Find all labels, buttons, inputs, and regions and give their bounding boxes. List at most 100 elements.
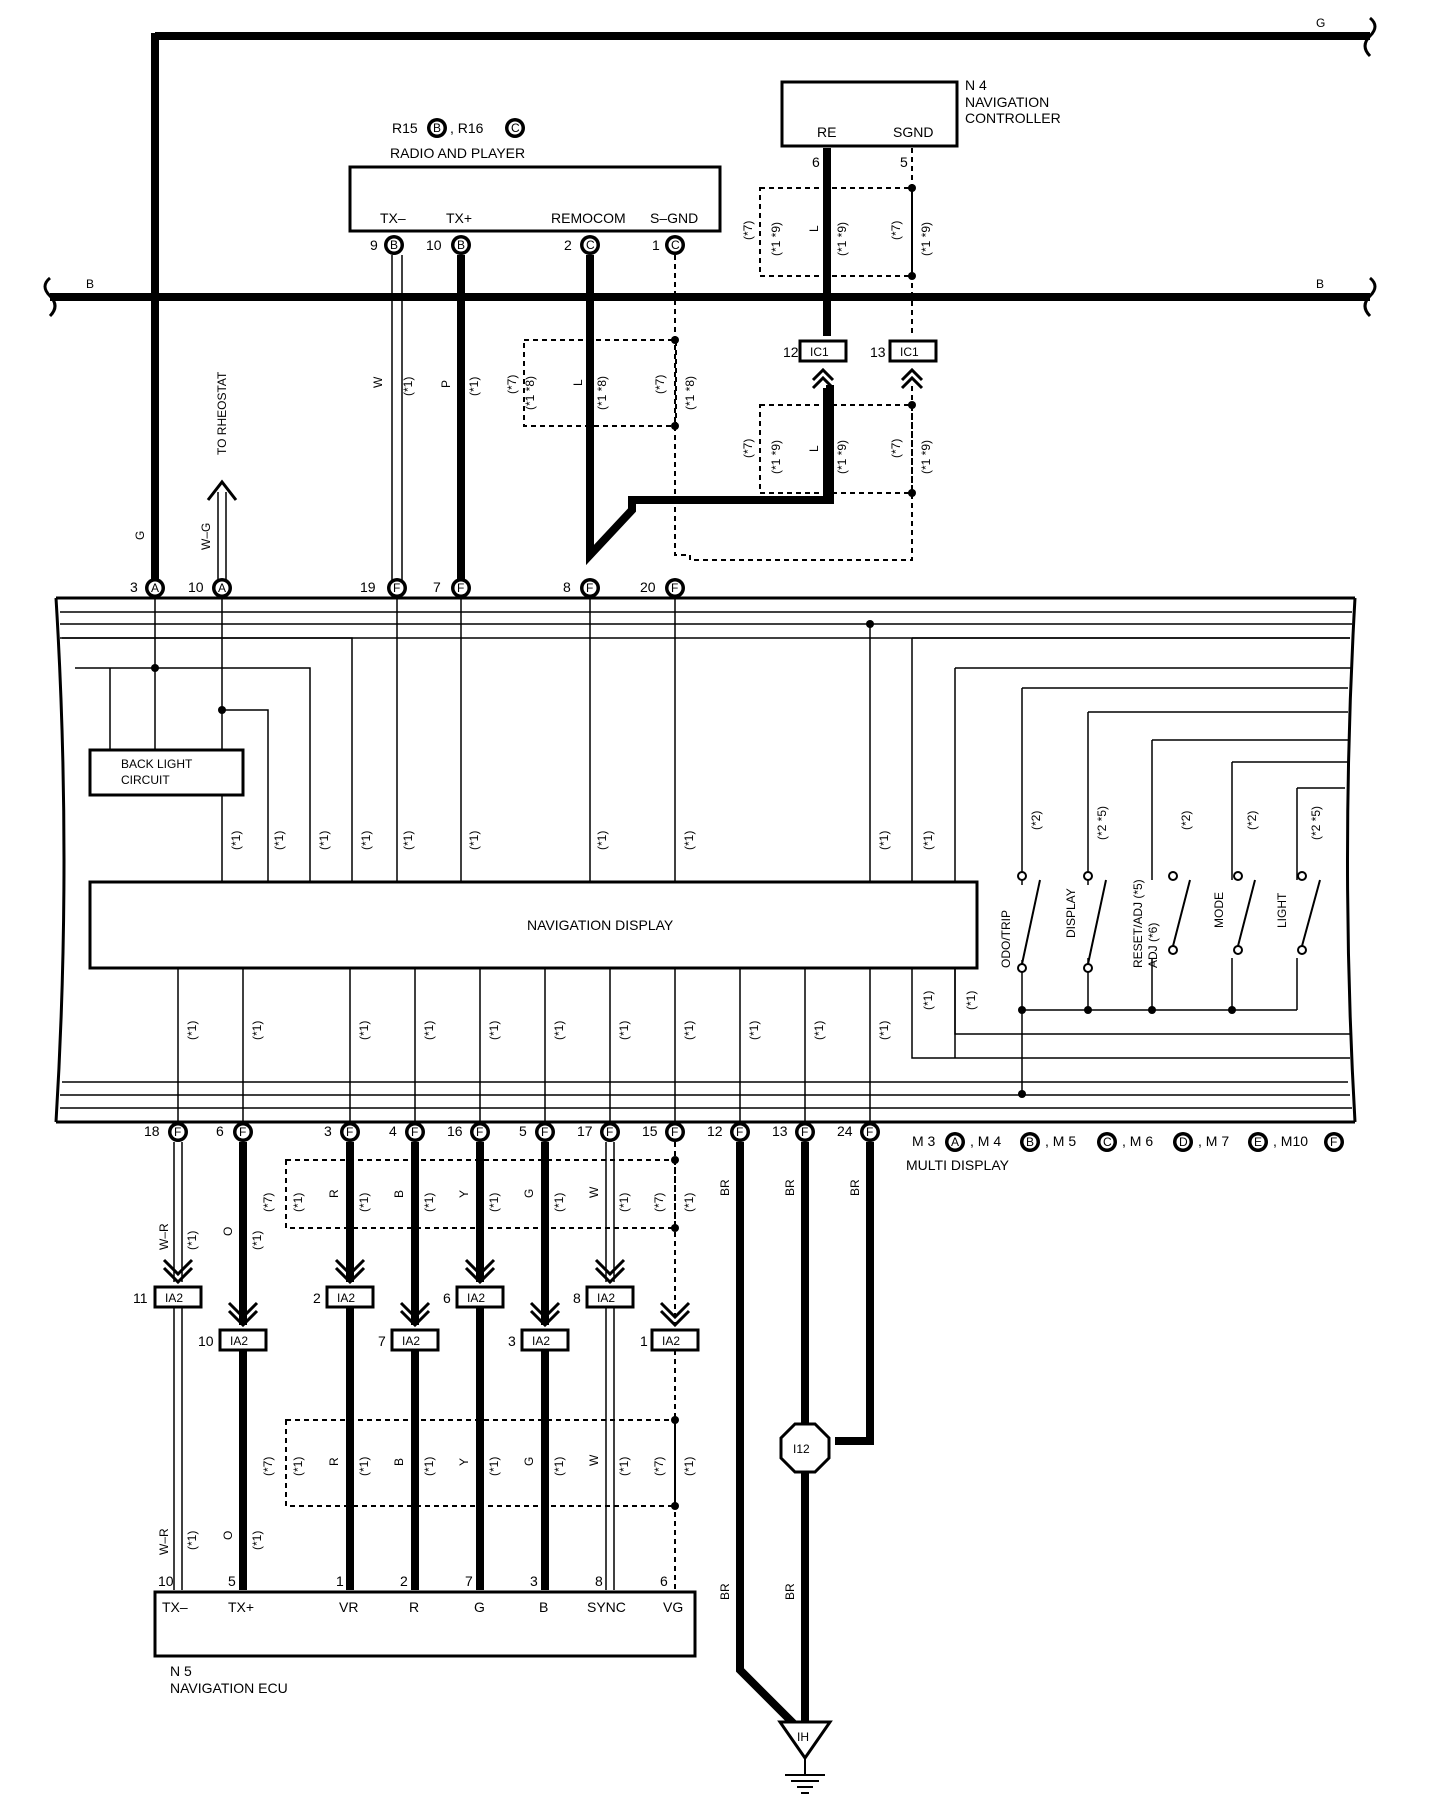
n5-id: N 5 <box>170 1663 192 1679</box>
n4-line2: CONTROLLER <box>965 110 1061 126</box>
note-remo-18: (*1 *8) <box>523 376 537 410</box>
n5-pin-num-3: 3 <box>530 1573 538 1589</box>
bot-pin-conn-24: F <box>866 1125 873 1139</box>
lower-internal-wires <box>177 968 871 1122</box>
top-pin-num-19: 19 <box>360 579 376 595</box>
lw-br-2: BR <box>783 1179 797 1196</box>
lower-harness: IA2 11 IA2 10 IA2 2 IA2 7 IA2 6 IA2 3 IA… <box>133 1142 700 1590</box>
ia2-box-2: IA2 <box>337 1291 355 1305</box>
ln-b-1: (*1) <box>422 1193 436 1212</box>
note-ic1-7b: (*7) <box>889 439 903 458</box>
radio-pin-remocom: REMOCOM <box>551 210 626 226</box>
top-pin-conn-3: A <box>151 581 159 595</box>
lw-o-1: O <box>221 1227 235 1236</box>
mid-b-bus: B B <box>43 276 1377 318</box>
ln-w-1: (*1) <box>617 1193 631 1212</box>
note-sw-light: (*2 *5) <box>1309 806 1323 840</box>
note-u6: (*1) <box>467 831 481 850</box>
ia2-pin-3: 3 <box>508 1333 516 1349</box>
lw-r-1: R <box>327 1189 341 1198</box>
lw-g-2: G <box>522 1457 536 1466</box>
top-bus-right-label: G <box>1316 16 1325 30</box>
top-pin-num-8: 8 <box>563 579 571 595</box>
note-sw-mode: (*2) <box>1245 811 1259 830</box>
radio-pin-num-2: 2 <box>564 237 572 253</box>
ia2-box-10: IA2 <box>230 1334 248 1348</box>
note-p-1: (*1) <box>467 377 481 396</box>
note-l12: (*1) <box>921 991 935 1010</box>
top-pin-num-3: 3 <box>130 579 138 595</box>
ln-vg-1b: (*1) <box>682 1457 696 1476</box>
ln-o-2: (*1) <box>250 1531 264 1550</box>
ia2-box-1: IA2 <box>662 1334 680 1348</box>
bot-pin-conn-13: F <box>801 1125 808 1139</box>
ground-wires: I12 IH BR BR BR BR BR <box>718 1142 874 1794</box>
switch-display: DISPLAY <box>1064 888 1078 938</box>
wire-label-l-n4: L <box>807 225 821 232</box>
note-n4-19: (*1 *9) <box>769 222 783 256</box>
bot-pin-num-18: 18 <box>144 1123 160 1139</box>
note-u7: (*1) <box>595 831 609 850</box>
md-m10: , M10 <box>1273 1133 1308 1149</box>
note-l1: (*1) <box>185 1021 199 1040</box>
switch-mode: MODE <box>1212 892 1226 928</box>
radio-pin-num-1: 1 <box>652 237 660 253</box>
md-m4: , M 4 <box>970 1133 1001 1149</box>
top-pin-conn-20: F <box>671 581 678 595</box>
ln-r-2: (*1) <box>357 1457 371 1476</box>
switches: ODO/TRIP DISPLAY RESET/ADJ (*5) ADJ (*6)… <box>999 871 1321 973</box>
top-pin-num-10: 10 <box>188 579 204 595</box>
n5-pin-num-7: 7 <box>465 1573 473 1589</box>
multi-display-legend: M 3 A , M 4 B , M 5 C , M 6 D , M 7 E , … <box>906 1132 1344 1173</box>
ia2-pin-6: 6 <box>443 1290 451 1306</box>
ln-wr-2: (*1) <box>185 1531 199 1550</box>
bot-pin-num-4: 4 <box>389 1123 397 1139</box>
ln-wr-1: (*1) <box>185 1231 199 1250</box>
md-m3-c: A <box>951 1135 959 1149</box>
note-sw-odo: (*2) <box>1029 811 1043 830</box>
lw-br-4: BR <box>718 1583 732 1600</box>
n4-id: N 4 <box>965 77 987 93</box>
ia2-box-8: IA2 <box>597 1291 615 1305</box>
bot-pin-conn-4: F <box>411 1125 418 1139</box>
md-m6-c: D <box>1179 1135 1188 1149</box>
ln-a-7: (*7) <box>261 1193 275 1212</box>
multi-display-outline <box>54 596 1357 1124</box>
note-u4: (*1) <box>359 831 373 850</box>
ln-vg-1: (*1) <box>682 1193 696 1212</box>
note-l9: (*1) <box>747 1021 761 1040</box>
note-n4-19b: (*1 *9) <box>835 222 849 256</box>
bot-pin-conn-18: F <box>174 1125 181 1139</box>
radio-pin-conn-1: C <box>671 238 680 252</box>
lw-br-1: BR <box>718 1179 732 1196</box>
note-sw-display: (*2 *5) <box>1095 806 1109 840</box>
ia2-box-3: IA2 <box>532 1334 550 1348</box>
n4-navigation-controller: N 4 NAVIGATION CONTROLLER RE SGND 6 5 <box>780 77 1061 170</box>
ln-y-2: (*1) <box>487 1457 501 1476</box>
note-remo-18b: (*1 *8) <box>595 376 609 410</box>
ia2-pin-8: 8 <box>573 1290 581 1306</box>
bot-pin-num-15: 15 <box>642 1123 658 1139</box>
n4-pin-sgnd: SGND <box>893 124 933 140</box>
display-bottom-pins: 18 F 6 F 3 F 4 F 16 F 5 F 17 F 15 F 12 F… <box>144 1122 880 1142</box>
bot-pin-conn-16: F <box>476 1125 483 1139</box>
radio-and-player: R15 B , R16 C RADIO AND PLAYER TX– TX+ R… <box>348 118 722 255</box>
lw-wr-2: W–R <box>157 1528 171 1555</box>
ln-g-2: (*1) <box>552 1457 566 1476</box>
note-u5: (*1) <box>401 831 415 850</box>
mid-bus-right-label: B <box>1316 277 1324 291</box>
md-m3: M 3 <box>912 1133 936 1149</box>
bot-pin-num-17: 17 <box>577 1123 593 1139</box>
bot-pin-conn-6: F <box>239 1125 246 1139</box>
radio-pin-conn-2: C <box>586 238 595 252</box>
bot-pin-num-5: 5 <box>519 1123 527 1139</box>
ln-y-1: (*1) <box>487 1193 501 1212</box>
bot-pin-num-3: 3 <box>324 1123 332 1139</box>
n5-navigation-ecu: 10 5 1 2 7 3 8 6 TX– TX+ VR R G B SYNC V… <box>153 1573 697 1696</box>
note-l10: (*1) <box>812 1021 826 1040</box>
n5-pin-num-1: 1 <box>336 1573 344 1589</box>
note-sw-reset: (*2) <box>1179 811 1193 830</box>
ia2-box-6: IA2 <box>467 1291 485 1305</box>
ic1-pin-13: 13 <box>870 344 886 360</box>
